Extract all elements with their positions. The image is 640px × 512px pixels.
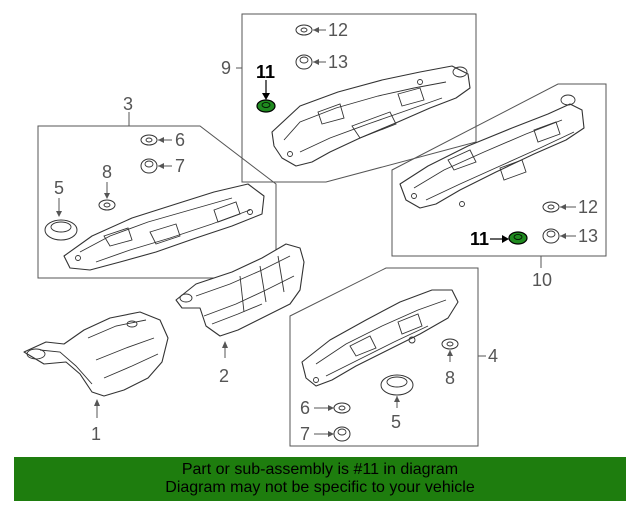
- callout-8-left[interactable]: 8: [102, 162, 112, 182]
- callout-12-top[interactable]: 12: [328, 20, 348, 40]
- callout-13-top[interactable]: 13: [328, 52, 348, 72]
- group-10-box: [391, 83, 607, 257]
- callout-10[interactable]: 10: [532, 270, 552, 290]
- group-10: 10 12 13 11: [391, 83, 607, 290]
- grommet-11-highlighted-top[interactable]: [256, 99, 276, 113]
- group-9-box: [241, 13, 477, 183]
- heat-shield-1[interactable]: [23, 311, 169, 397]
- callout-11-right[interactable]: 11: [470, 229, 489, 249]
- callout-13-right[interactable]: 13: [578, 226, 598, 246]
- under-shield-4[interactable]: [301, 289, 459, 387]
- grommet-11-highlighted-right[interactable]: [508, 231, 528, 245]
- washer-8-right[interactable]: [441, 338, 459, 350]
- info-banner: Part or sub-assembly is #11 in diagram D…: [14, 457, 626, 501]
- banner-line-2: Diagram may not be specific to your vehi…: [165, 479, 475, 496]
- under-shield-10[interactable]: [399, 94, 585, 209]
- callout-6-right[interactable]: 6: [300, 398, 310, 418]
- heat-shield-2[interactable]: [175, 243, 305, 337]
- banner-line-1: Part or sub-assembly is #11 in diagram: [181, 461, 459, 478]
- callout-7-left[interactable]: 7: [175, 156, 185, 176]
- washer-12[interactable]: [295, 24, 313, 36]
- callout-5-right[interactable]: 5: [391, 412, 401, 432]
- washer-12-right[interactable]: [542, 201, 560, 213]
- group-3: 3 6 7 8 5: [37, 94, 277, 279]
- callout-4[interactable]: 4: [488, 346, 498, 366]
- group-9: 9 12 13 11: [221, 13, 477, 183]
- callout-3[interactable]: 3: [123, 94, 133, 114]
- callout-6-left[interactable]: 6: [175, 130, 185, 150]
- group-4-box: [289, 267, 479, 447]
- washer-8[interactable]: [98, 199, 116, 211]
- callout-7-right[interactable]: 7: [300, 424, 310, 444]
- callout-9[interactable]: 9: [221, 58, 231, 78]
- under-shield-3[interactable]: [63, 183, 265, 271]
- callout-5-left[interactable]: 5: [54, 178, 64, 198]
- callout-12-right[interactable]: 12: [578, 197, 598, 217]
- callout-11-top[interactable]: 11: [256, 62, 275, 82]
- under-shield-9[interactable]: [271, 65, 471, 167]
- plug-5-right[interactable]: [380, 374, 414, 396]
- callout-8-right[interactable]: 8: [445, 368, 455, 388]
- washer-6[interactable]: [140, 134, 158, 146]
- plug-5[interactable]: [44, 219, 78, 241]
- callout-1[interactable]: 1: [91, 424, 101, 444]
- group-3-box: [37, 125, 277, 279]
- callout-2[interactable]: 2: [219, 366, 229, 386]
- washer-6-right[interactable]: [333, 402, 351, 414]
- group-4: 4 8 5 6 7: [289, 267, 498, 447]
